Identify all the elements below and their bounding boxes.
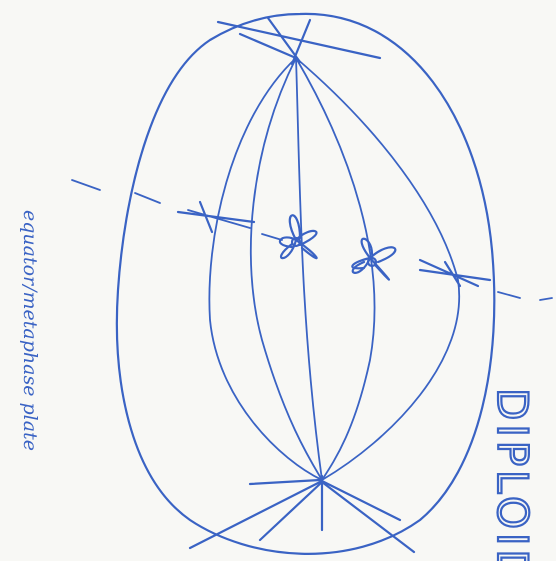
spindle-fibres	[209, 58, 459, 480]
equator-line	[72, 180, 552, 300]
chromosome-1	[280, 215, 317, 258]
equator-label: equator/metaphase plate	[19, 210, 41, 451]
right-equator-cross	[420, 260, 490, 286]
chromosome-2	[352, 239, 395, 280]
cell-outline	[117, 14, 494, 554]
ploidy-label: DIPLOID	[488, 388, 537, 561]
